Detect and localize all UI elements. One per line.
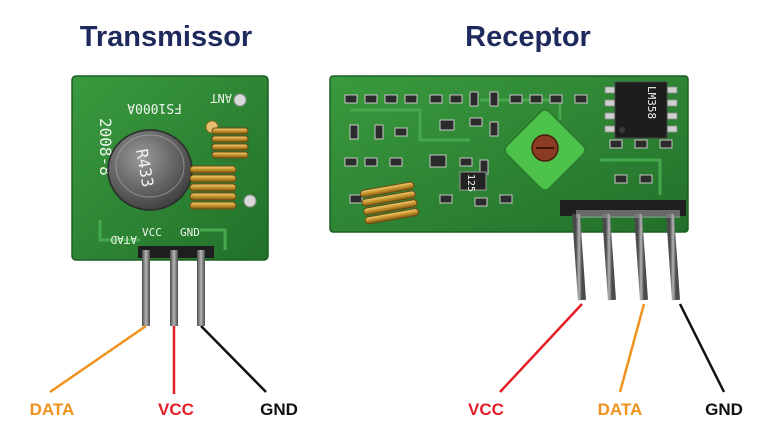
rx-pin-data-1	[602, 213, 616, 301]
rx-pin-vcc	[572, 213, 586, 301]
tx-pin-gnd	[197, 250, 205, 326]
tx-gnd-leader	[200, 325, 267, 393]
tx-label-vcc: VCC	[158, 400, 194, 419]
tx-pin-vcc	[170, 250, 178, 326]
rx-gnd-leader	[678, 303, 726, 393]
pcb-trace	[98, 220, 140, 242]
transmitter-module: FS1000A ANT 2008-8 R433	[71, 75, 269, 326]
pcb-trace	[600, 158, 662, 195]
mounting-hole-icon	[233, 93, 247, 107]
rx-label-vcc: VCC	[468, 400, 504, 419]
rx-pin-gnd	[666, 213, 680, 301]
rx-label-gnd: GND	[705, 400, 743, 419]
rx-pin-data-2	[634, 213, 648, 301]
tx-label-gnd: GND	[260, 400, 298, 419]
pin-bend	[576, 210, 680, 218]
transmitter-title: Transmissor	[80, 21, 252, 53]
silk-model: FS1000A	[127, 100, 182, 115]
smd-components	[344, 91, 673, 207]
tx-pin-data	[142, 250, 150, 326]
silk-chip: LM358	[645, 86, 658, 119]
rx-label-data: DATA	[598, 400, 643, 419]
receiver-title: Receptor	[465, 21, 591, 53]
oscillator-coil-icon	[189, 165, 237, 210]
pcb-trace	[350, 108, 470, 142]
trimmer-potentiometer-icon	[504, 109, 586, 191]
silk-pin-data: ATAD	[111, 233, 138, 246]
silk-pin-vcc: VCC	[142, 226, 162, 239]
tx-data-leader	[49, 324, 147, 394]
pcb-trace	[200, 228, 227, 250]
tx-label-data: DATA	[30, 400, 75, 419]
silk-pin-gnd: GND	[180, 226, 200, 239]
antenna-coil-icon	[210, 126, 250, 162]
receiver-coil-icon	[360, 181, 420, 225]
crystal-oscillator-icon: R433	[107, 129, 193, 211]
inductor-icon	[459, 171, 487, 191]
silk-antenna: ANT	[210, 91, 232, 105]
ic-chip-icon: LM358	[604, 81, 678, 139]
rx-data-leader	[618, 303, 646, 393]
mounting-hole-icon	[243, 194, 257, 208]
receiver-module: 125	[329, 75, 689, 301]
rx-vcc-leader	[499, 303, 583, 393]
silk-inductor: 125	[465, 174, 476, 192]
